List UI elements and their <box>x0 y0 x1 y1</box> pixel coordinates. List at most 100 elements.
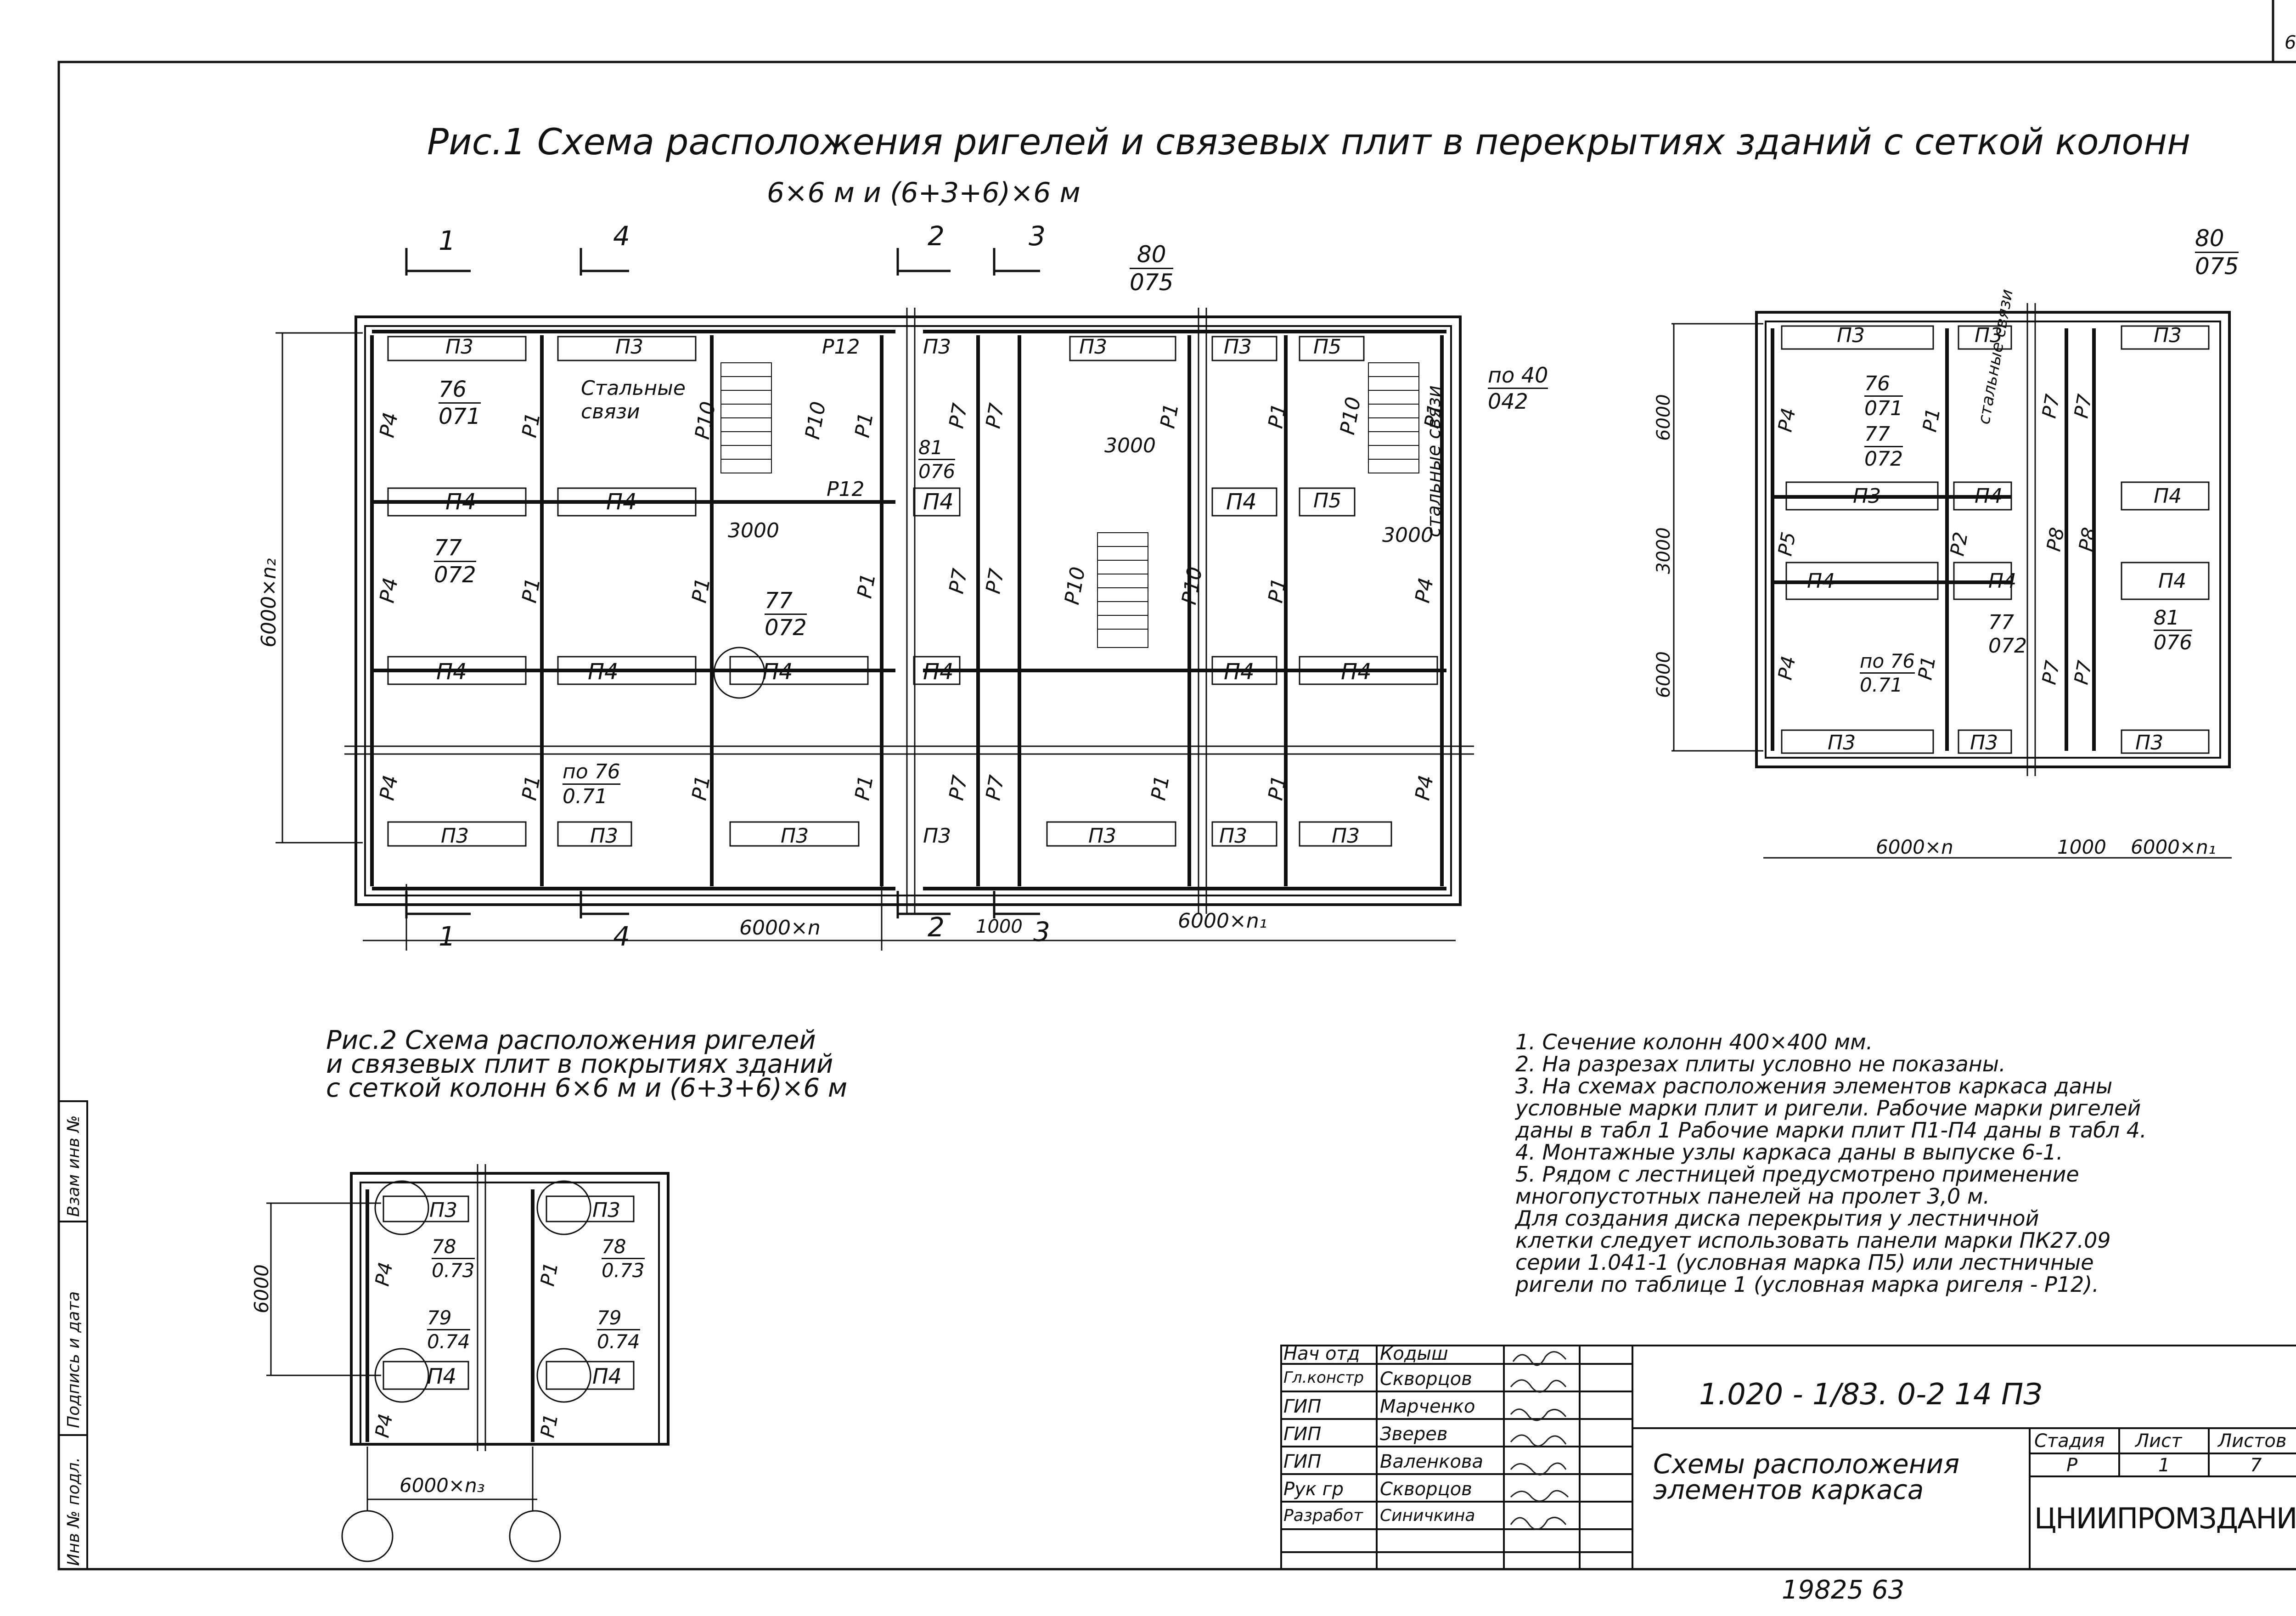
tb-name: Кодыш <box>1380 1343 1448 1364</box>
tb-name: Скворцов <box>1380 1368 1472 1390</box>
note-line: клетки следует использовать панели марки… <box>1515 1228 2111 1253</box>
girder-r12: Р12 <box>822 335 860 359</box>
organization: ЦНИИПРОМЗДАНИЙ <box>2034 1502 2296 1535</box>
slab-p4-right: П4 <box>2158 569 2187 593</box>
slab-p4: П4 <box>606 489 637 515</box>
mark-denominator: 0.71 <box>563 783 620 808</box>
slab-p4: П4 <box>1224 659 1255 685</box>
dim-3000: 3000 <box>728 519 779 542</box>
mark-denominator: 042 <box>1488 388 1548 414</box>
tb-sheet-header: Лист <box>2135 1430 2182 1452</box>
note-line: 4. Монтажные узлы каркаса даны в выпуске… <box>1515 1140 2063 1165</box>
dim-1000-right: 1000 <box>2057 836 2106 858</box>
fig1-title: Рис.1 Схема расположения ригелей и связе… <box>427 122 2191 163</box>
dim-1000: 1000 <box>976 916 1023 937</box>
mark-81-076-right: 81 076 <box>2154 606 2192 654</box>
mark-denominator: 0.74 <box>427 1329 470 1353</box>
mark-numerator: по 76 <box>563 760 620 783</box>
tb-role: Разработ <box>1283 1506 1363 1525</box>
mark-numerator: 79 <box>597 1306 622 1329</box>
note-line: 3. На схемах расположения элементов карк… <box>1515 1074 2113 1098</box>
slab-p3: П3 <box>615 335 644 359</box>
slab-p3: П3 <box>429 1199 458 1222</box>
sheet-title: Схемы расположения элементов каркаса <box>1653 1451 1959 1503</box>
slab-p3: П3 <box>923 335 951 359</box>
slab-p3: П3 <box>781 824 809 848</box>
tb-role: Нач отд <box>1283 1343 1360 1364</box>
mark-denominator: 0.71 <box>1860 672 1915 696</box>
mark-numerator: 81 <box>2154 606 2179 630</box>
slab-p3: П3 <box>923 824 951 848</box>
slab-p4-right: П4 <box>1988 569 2017 593</box>
slab-p4: П4 <box>588 659 619 685</box>
slab-p3: П3 <box>1079 335 1108 359</box>
mark-denominator: 071 <box>1864 395 1903 420</box>
mark-denominator: 072 <box>1864 446 1903 471</box>
mark-numerator: 78 <box>602 1235 626 1258</box>
slab-p3: П3 <box>445 335 474 359</box>
sheet-title-line: Схемы расположения <box>1653 1448 1960 1480</box>
mark-denominator: 075 <box>1130 268 1174 296</box>
tb-role: Гл.констр <box>1283 1368 1364 1387</box>
tb-role: ГИП <box>1283 1424 1322 1445</box>
slab-p4: П4 <box>445 489 476 515</box>
mark-denominator: 075 <box>2195 252 2239 280</box>
slab-p4: П4 <box>1226 489 1257 515</box>
mark-81-076: 81 076 <box>918 436 956 483</box>
slab-p3-right: П3 <box>1975 324 2003 347</box>
mark-76-071-right: 76 071 <box>1864 372 1903 420</box>
slab-p3: П3 <box>1219 824 1248 848</box>
fig2-title: Рис.2 Схема расположения ригелей и связе… <box>326 1028 847 1101</box>
tb-role: ГИП <box>1283 1451 1322 1472</box>
mark-denominator: 0.73 <box>432 1258 475 1282</box>
mark-numerator: по 76 <box>1860 650 1915 672</box>
mark-numerator: 77 <box>434 535 462 561</box>
mark-numerator: 77 <box>1864 422 1890 446</box>
side-stamp-replace: Взам инв № <box>64 1115 83 1217</box>
slab-p4: П4 <box>923 659 954 685</box>
mark-79-074: 79 0.74 <box>427 1306 470 1353</box>
note-line: Для создания диска перекрытия у лестничн… <box>1515 1206 2039 1231</box>
mark-numerator: 77 <box>1988 611 2014 634</box>
note-line: ригели по таблице 1 (условная марка риге… <box>1515 1272 2099 1297</box>
mark-numerator: 77 <box>765 588 793 614</box>
tb-name: Зверев <box>1380 1424 1448 1445</box>
mark-76-071: 76 071 <box>439 377 481 429</box>
note-line: серии 1.041-1 (условная марка П5) или ле… <box>1515 1250 2094 1275</box>
slab-p3: П3 <box>1224 335 1252 359</box>
section-2-bottom: 2 <box>928 912 945 943</box>
mark-po40-042: по 40 042 <box>1488 363 1548 414</box>
side-stamp-sign: Подпись и дата <box>64 1291 83 1428</box>
slab-p5: П5 <box>1313 489 1342 512</box>
side-stamp-inv: Инв № подл. <box>64 1457 83 1566</box>
section-2-top: 2 <box>928 220 945 252</box>
tb-role: ГИП <box>1283 1396 1322 1417</box>
slab-p3: П3 <box>441 824 469 848</box>
slab-p3-right: П3 <box>2135 731 2164 755</box>
tb-name: Синичкина <box>1380 1506 1475 1525</box>
mark-77-072-right-a: 77 072 <box>1864 422 1903 471</box>
dim-3000: 3000 <box>1382 524 1434 547</box>
slab-p3: П3 <box>590 824 619 848</box>
dim-6000xn1-right: 6000×n₁ <box>2131 836 2216 858</box>
mark-78-073: 78 0.73 <box>432 1235 475 1282</box>
mark-78-073: 78 0.73 <box>602 1235 645 1282</box>
mark-77-072-right-b: 77 072 <box>1988 611 2027 658</box>
tb-name: Скворцов <box>1380 1479 1472 1500</box>
tb-sheets-header: Листов <box>2218 1430 2287 1452</box>
mark-denominator: 071 <box>439 402 481 429</box>
fig1-subtitle: 6×6 м и (6+3+6)×6 м <box>767 177 1080 209</box>
mark-denominator: 076 <box>2154 630 2192 654</box>
tb-stage-header: Стадия <box>2034 1430 2105 1452</box>
doc-code: 1.020 - 1/83. 0-2 14 ПЗ <box>1699 1378 2043 1412</box>
note-line: условные марки плит и ригели. Рабочие ма… <box>1515 1096 2141 1121</box>
dim-3000: 3000 <box>1104 434 1156 457</box>
mark-numerator: 80 <box>2195 225 2224 252</box>
slab-p4: П4 <box>436 659 467 685</box>
girder-r12: Р12 <box>827 478 865 501</box>
mark-denominator: 0.74 <box>597 1329 640 1353</box>
general-notes: 1. Сечение колонн 400×400 мм. 2. На разр… <box>1515 1031 2250 1295</box>
mark-numerator: 79 <box>427 1306 452 1329</box>
